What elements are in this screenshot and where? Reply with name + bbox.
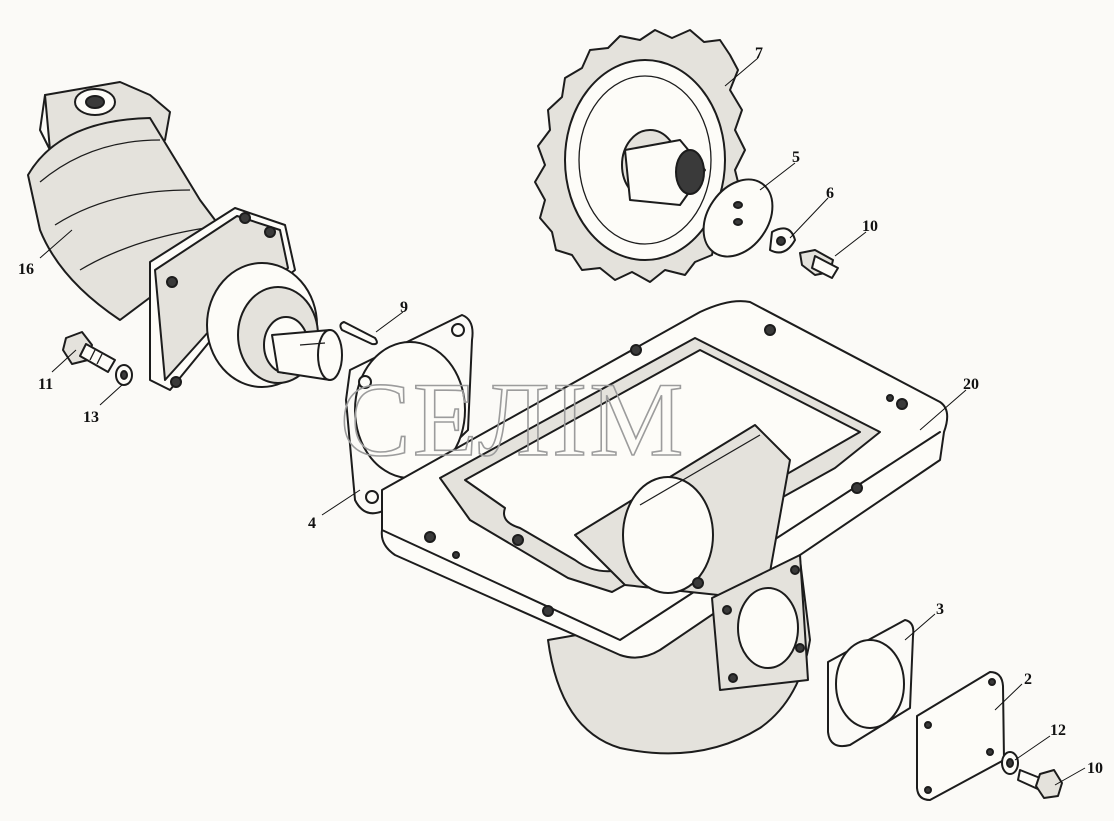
callout-leaders [39, 57, 1086, 786]
callout-2: 2 [1024, 671, 1032, 688]
spring-washer-right [1001, 751, 1019, 775]
bolt-lower [1017, 769, 1063, 799]
gear [534, 29, 746, 283]
cover-plate [916, 671, 1005, 801]
callout-20: 20 [963, 376, 979, 393]
bolt-left [62, 331, 116, 373]
callout-3: 3 [936, 601, 944, 618]
callout-11: 11 [38, 376, 53, 393]
callout-4: 4 [308, 515, 316, 532]
bolt-upper [799, 249, 839, 279]
spring-washer-left [115, 364, 133, 386]
callout-12: 12 [1050, 722, 1066, 739]
callout-5: 5 [792, 149, 800, 166]
callout-labels: 16 7 5 6 10 9 11 13 20 4 3 2 12 10 [18, 45, 1103, 777]
end-washer [702, 178, 774, 258]
hydraulic-pump [27, 81, 343, 391]
callout-7: 7 [755, 45, 763, 62]
callout-10-bottom: 10 [1087, 760, 1103, 777]
callout-6: 6 [826, 185, 834, 202]
gearbox-housing [380, 300, 949, 755]
gasket-cover [827, 619, 915, 748]
watermark: СЕЛІМ [340, 361, 686, 478]
callout-13: 13 [83, 409, 99, 426]
callout-10-top: 10 [862, 218, 878, 235]
callout-16: 16 [18, 261, 34, 278]
callout-9: 9 [400, 299, 408, 316]
shaft-key [339, 321, 378, 346]
lock-plate [769, 227, 796, 254]
